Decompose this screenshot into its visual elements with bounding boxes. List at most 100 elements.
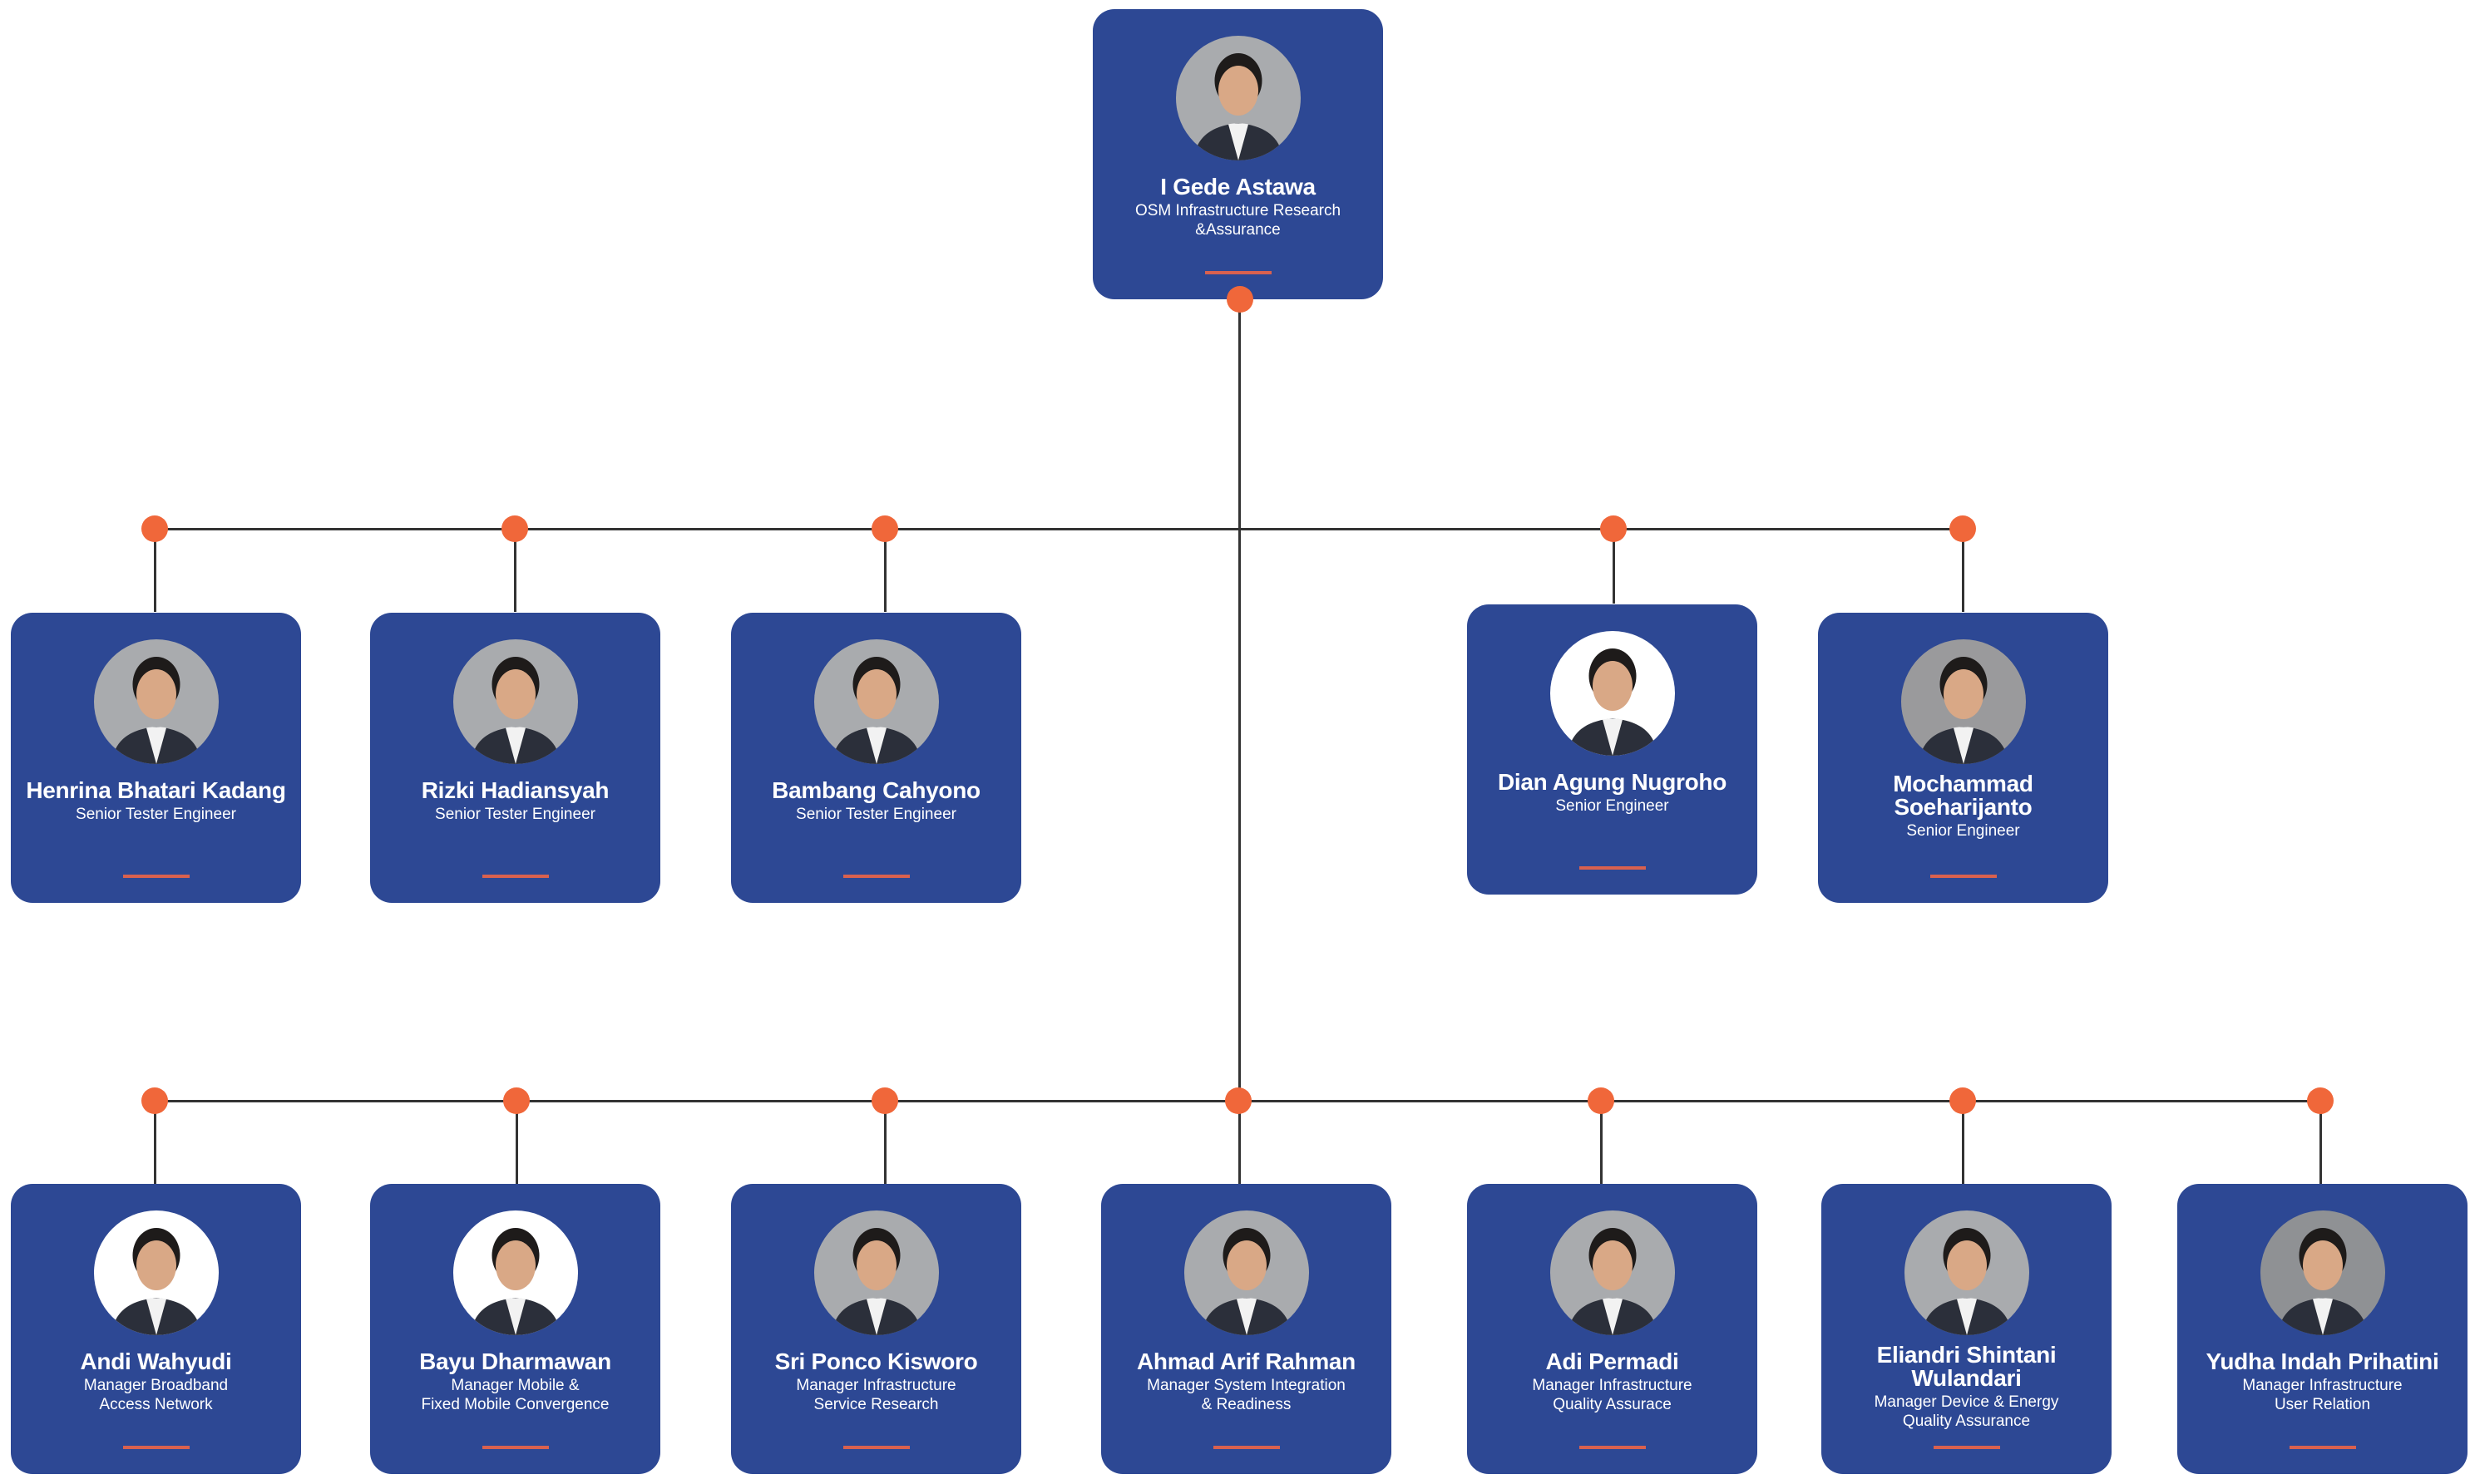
person-title: Manager Infrastructure Quality Assurace <box>1532 1377 1692 1413</box>
avatar <box>93 639 219 764</box>
connector-dot <box>503 1087 530 1114</box>
person-photo-icon <box>831 1228 921 1335</box>
person-title: Senior Engineer <box>1906 822 2020 840</box>
person-name: Dian Agung Nugroho <box>1497 769 1727 795</box>
person-name: Mochammad Soeharijanto <box>1893 771 2033 820</box>
avatar <box>2260 1210 2385 1335</box>
drop-line <box>516 1101 518 1184</box>
org-card-staff[interactable]: Dian Agung Nugroho Senior Engineer <box>1467 604 1757 895</box>
person-photo-icon <box>1918 657 2008 764</box>
avatar <box>1549 631 1675 756</box>
person-title: Manager Device & Energy Quality Assuranc… <box>1874 1393 2059 1430</box>
accent-line <box>1204 271 1272 274</box>
person-title: Manager System Integration & Readiness <box>1147 1377 1346 1413</box>
person-photo-icon <box>1201 1228 1292 1335</box>
accent-line <box>122 875 190 878</box>
accent-line <box>842 1446 910 1449</box>
org-card-staff[interactable]: Mochammad Soeharijanto Senior Engineer <box>1818 613 2108 903</box>
connector-dot <box>1588 1087 1614 1114</box>
connector-dot <box>1225 1087 1252 1114</box>
connector-dot <box>1227 286 1253 313</box>
avatar <box>452 1210 578 1335</box>
person-photo-icon <box>470 1228 561 1335</box>
drop-line <box>1613 529 1615 604</box>
avatar <box>452 639 578 764</box>
accent-line <box>1213 1446 1280 1449</box>
org-card-staff[interactable]: Bambang Cahyono Senior Tester Engineer <box>731 613 1021 903</box>
trunk-connector <box>1238 299 1241 1185</box>
org-card-manager[interactable]: Eliandri Shintani Wulandari Manager Devi… <box>1821 1184 2112 1474</box>
person-title: Manager Mobile & Fixed Mobile Convergenc… <box>421 1377 610 1413</box>
person-title: Manager Infrastructure User Relation <box>2242 1377 2403 1413</box>
org-card-manager[interactable]: Sri Ponco Kisworo Manager Infrastructure… <box>731 1184 1021 1474</box>
drop-line <box>1962 1101 1964 1184</box>
drop-line <box>154 529 156 612</box>
org-card-manager[interactable]: Adi Permadi Manager Infrastructure Quali… <box>1467 1184 1757 1474</box>
person-title: Manager Infrastructure Service Research <box>796 1377 956 1413</box>
accent-line <box>482 875 549 878</box>
connector-dot <box>1949 1087 1976 1114</box>
person-name: Bambang Cahyono <box>772 777 981 803</box>
drop-line <box>514 529 516 612</box>
avatar <box>1549 1210 1675 1335</box>
person-photo-icon <box>1567 648 1657 756</box>
person-photo-icon <box>1567 1228 1657 1335</box>
person-photo-icon <box>1921 1228 2012 1335</box>
accent-line <box>2289 1446 2356 1449</box>
drop-line <box>884 529 887 612</box>
connector-dot <box>872 515 898 542</box>
person-title: Senior Tester Engineer <box>796 806 956 823</box>
connector-dot <box>1949 515 1976 542</box>
accent-line <box>1578 866 1646 870</box>
person-name: Sri Ponco Kisworo <box>774 1348 978 1374</box>
person-name: Ahmad Arif Rahman <box>1136 1348 1356 1374</box>
org-card-manager[interactable]: Bayu Dharmawan Manager Mobile & Fixed Mo… <box>370 1184 660 1474</box>
accent-line <box>842 875 910 878</box>
avatar <box>1900 639 2026 764</box>
person-name: Yudha Indah Prihatini <box>2206 1348 2439 1374</box>
accent-line <box>1578 1446 1646 1449</box>
accent-line <box>482 1446 549 1449</box>
person-photo-icon <box>111 1228 201 1335</box>
connector-dot <box>1600 515 1627 542</box>
drop-line <box>1962 529 1964 612</box>
accent-line <box>1929 875 1997 878</box>
org-card-manager[interactable]: Andi Wahyudi Manager Broadband Access Ne… <box>11 1184 301 1474</box>
person-name: Andi Wahyudi <box>80 1348 232 1374</box>
drop-line <box>884 1101 887 1184</box>
drop-line <box>154 1101 156 1184</box>
accent-line <box>1933 1446 2000 1449</box>
accent-line <box>122 1446 190 1449</box>
person-title: Senior Tester Engineer <box>435 806 595 823</box>
org-card-staff[interactable]: Rizki Hadiansyah Senior Tester Engineer <box>370 613 660 903</box>
person-photo-icon <box>2277 1228 2368 1335</box>
drop-line <box>2319 1101 2322 1184</box>
person-title: Manager Broadband Access Network <box>83 1377 229 1413</box>
person-name: Rizki Hadiansyah <box>421 777 610 803</box>
connector-dot <box>501 515 528 542</box>
person-title: Senior Engineer <box>1555 797 1669 815</box>
avatar <box>93 1210 219 1335</box>
avatar <box>813 1210 939 1335</box>
person-name: I Gede Astawa <box>1160 174 1316 200</box>
avatar <box>1175 36 1301 160</box>
org-card-manager[interactable]: Ahmad Arif Rahman Manager System Integra… <box>1101 1184 1391 1474</box>
connector-dot <box>141 515 168 542</box>
person-photo-icon <box>470 657 561 764</box>
person-name: Bayu Dharmawan <box>419 1348 611 1374</box>
person-title: Senior Tester Engineer <box>76 806 236 823</box>
org-card-staff[interactable]: Henrina Bhatari Kadang Senior Tester Eng… <box>11 613 301 903</box>
avatar <box>1183 1210 1309 1335</box>
connector-dot <box>2307 1087 2334 1114</box>
org-card-manager[interactable]: Yudha Indah Prihatini Manager Infrastruc… <box>2177 1184 2468 1474</box>
person-photo-icon <box>1193 53 1283 160</box>
staff-row-connector <box>155 528 1963 530</box>
connector-dot <box>872 1087 898 1114</box>
person-title: OSM Infrastructure Research &Assurance <box>1134 202 1341 239</box>
org-card-root[interactable]: I Gede Astawa OSM Infrastructure Researc… <box>1093 9 1383 299</box>
avatar <box>813 639 939 764</box>
connector-dot <box>141 1087 168 1114</box>
person-photo-icon <box>831 657 921 764</box>
person-name: Adi Permadi <box>1545 1348 1679 1374</box>
